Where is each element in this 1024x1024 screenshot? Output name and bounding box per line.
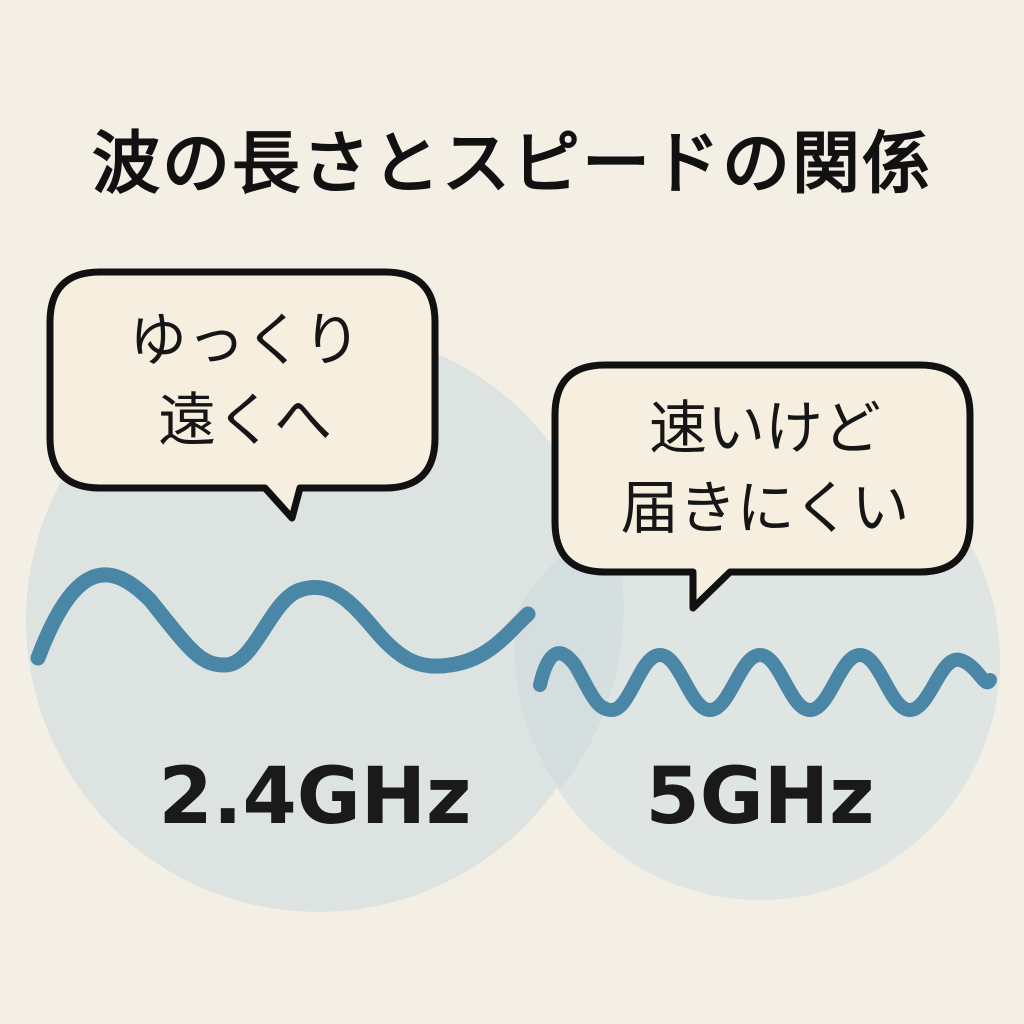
left-bubble-text: ゆっくり 遠くへ bbox=[60, 300, 430, 460]
left-bubble-line-1: ゆっくり bbox=[128, 306, 361, 374]
short-wavelength-wave bbox=[533, 646, 997, 718]
right-bubble-line-1: 速いけど bbox=[648, 394, 881, 462]
left-bubble-line-2: 遠くへ bbox=[157, 386, 332, 454]
label-2-4ghz: 2.4GHz bbox=[158, 752, 472, 842]
label-5ghz: 5GHz bbox=[645, 752, 875, 842]
long-wavelength-wave bbox=[30, 567, 536, 674]
right-speech-bubble bbox=[551, 361, 974, 612]
right-bubble-text: 速いけど 届きにくい bbox=[565, 388, 965, 548]
left-speech-bubble bbox=[46, 268, 439, 522]
page-title: 波の長さとスピードの関係 bbox=[91, 125, 932, 204]
right-bubble-line-2: 届きにくい bbox=[620, 474, 910, 542]
